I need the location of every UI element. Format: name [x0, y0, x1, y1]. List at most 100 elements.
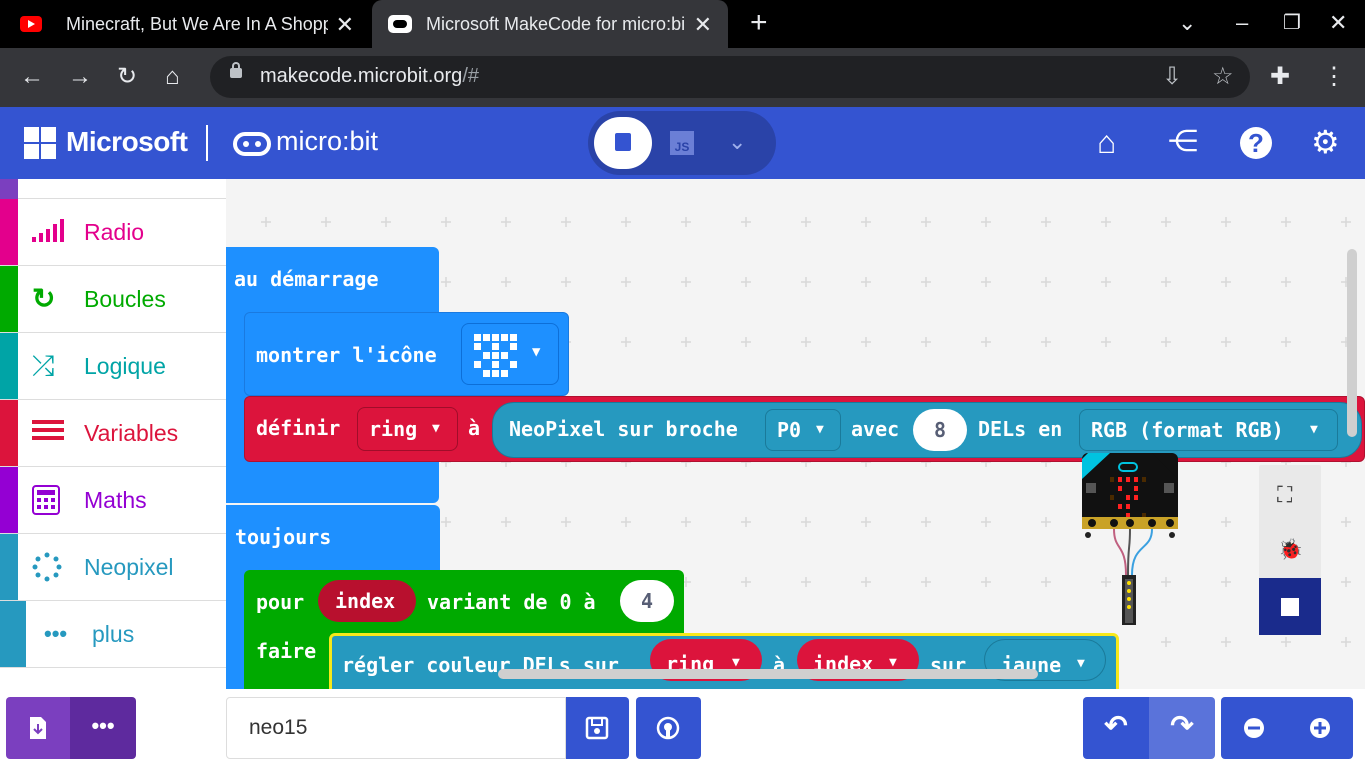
led-count-input[interactable]: 8 — [913, 409, 967, 451]
browser-menu-icon[interactable]: ⋮ — [1322, 63, 1346, 90]
icon-picker-dropdown[interactable]: ▼ — [461, 323, 559, 385]
stop-icon — [1281, 598, 1299, 616]
home-icon[interactable]: ⌂ — [165, 63, 180, 90]
from-to-label: variant de 0 à — [427, 590, 596, 614]
close-window-icon[interactable]: ✕ — [1329, 10, 1348, 35]
forward-icon[interactable]: → — [68, 63, 92, 90]
variables-list-icon — [32, 418, 64, 448]
share-icon[interactable]: ⋲ — [1168, 125, 1198, 158]
category-strip-partial — [0, 179, 18, 199]
toolbox-category-neopixel[interactable]: Neopixel — [0, 534, 226, 601]
show-icon-label: montrer l'icône — [256, 343, 437, 367]
for-label: pour — [256, 590, 305, 614]
settings-gear-icon[interactable]: ⚙ — [1311, 124, 1340, 160]
tab-title: Microsoft MakeCode for micro:bi — [426, 13, 686, 34]
divider — [18, 198, 226, 199]
leds-in-label: DELs en — [978, 417, 1063, 441]
new-tab-button[interactable]: + — [750, 6, 768, 39]
tab-search-icon[interactable]: ⌄ — [1178, 10, 1197, 35]
color-format-dropdown[interactable]: RGB (format RGB) ▼ — [1079, 409, 1338, 451]
neopixel-create-block[interactable]: NeoPixel sur broche P0 ▼ avec 8 DELs en … — [492, 402, 1362, 458]
minimize-icon[interactable]: – — [1236, 10, 1249, 35]
led-icon-preview — [474, 334, 517, 377]
blocks-workspace[interactable]: au démarrage montrer l'icône ▼ définir r… — [226, 179, 1365, 689]
save-button[interactable] — [566, 697, 629, 759]
toolbox-category-radio[interactable]: Radio — [0, 199, 226, 266]
maximize-icon[interactable]: ❐ — [1283, 12, 1301, 34]
horizontal-scrollbar[interactable] — [498, 669, 1038, 679]
microbit-brand[interactable]: micro:bit — [276, 126, 379, 156]
makecode-header: Microsoft micro:bit JS ⌄ ⌂ ⋲ ? ⚙ — [0, 107, 1365, 179]
debug-bug-icon[interactable]: 🐞 — [1278, 539, 1303, 561]
redo-button[interactable]: ↷ — [1149, 697, 1215, 759]
toolbox-category-logic[interactable]: ⤮ Logique — [0, 333, 226, 400]
close-tab-icon[interactable]: ✕ — [693, 12, 712, 37]
install-app-icon[interactable]: ⇩ — [1162, 63, 1183, 90]
close-tab-icon[interactable]: ✕ — [335, 12, 354, 37]
zoom-out-button[interactable] — [1221, 697, 1287, 759]
neopixel-ring-icon — [32, 552, 62, 588]
blocks-editor-button[interactable] — [594, 117, 652, 169]
toolbox-category-loops[interactable]: ↻ Boucles — [0, 266, 226, 333]
header-divider — [206, 125, 208, 161]
microbit-simulator[interactable] — [1080, 451, 1182, 635]
neopixel-label: NeoPixel sur broche — [509, 417, 738, 441]
extensions-icon[interactable]: ✚ — [1270, 63, 1291, 90]
zoom-in-button[interactable] — [1287, 697, 1353, 759]
toolbox-category-more[interactable]: ••• plus — [0, 601, 226, 668]
category-label: Neopixel — [84, 554, 174, 580]
simulator-controls: ⛶ 🐞 — [1259, 465, 1321, 635]
address-bar[interactable]: makecode.microbit.org/# ⇩ ☆ — [210, 56, 1250, 98]
browser-tab-makecode[interactable]: Microsoft MakeCode for micro:bi ✕ — [372, 0, 728, 48]
download-icon — [30, 717, 46, 739]
forever-label: toujours — [235, 525, 332, 549]
help-icon[interactable]: ? — [1240, 127, 1272, 159]
github-icon — [656, 716, 680, 740]
loop-end-input[interactable]: 4 — [620, 580, 674, 622]
bookmark-star-icon[interactable]: ☆ — [1212, 63, 1234, 90]
url-text: makecode.microbit.org/# — [260, 65, 479, 87]
editor-bottom-bar: ••• neo15 ↶ ↷ — [0, 689, 1365, 768]
home-icon[interactable]: ⌂ — [1097, 124, 1117, 160]
vertical-scrollbar[interactable] — [1347, 249, 1357, 437]
save-disk-icon — [585, 716, 609, 740]
reload-icon[interactable]: ↻ — [117, 63, 138, 90]
caret-down-icon: ▼ — [816, 422, 824, 437]
caret-down-icon: ▼ — [432, 421, 440, 436]
microbit-icon — [388, 15, 412, 33]
set-variable-block[interactable]: définir ring ▼ à NeoPixel sur broche P0 … — [244, 396, 1365, 462]
redo-icon: ↷ — [1170, 710, 1194, 741]
microsoft-logo-icon — [24, 127, 56, 159]
project-name-input[interactable]: neo15 — [226, 697, 566, 759]
on-start-label: au démarrage — [234, 267, 379, 291]
undo-button[interactable]: ↶ — [1083, 697, 1149, 759]
undo-icon: ↶ — [1104, 710, 1128, 741]
category-color-bar — [0, 467, 18, 533]
editor-switcher: JS ⌄ — [588, 111, 776, 175]
set-pixel-color-block[interactable]: régler couleur DELs sur ring ▼ à index ▼… — [329, 633, 1119, 689]
browser-tab-youtube[interactable]: Minecraft, But We Are In A Shopp ✕ — [20, 0, 370, 48]
for-loop-block[interactable]: pour index variant de 0 à 4 faire — [244, 570, 684, 689]
more-options-button[interactable]: ••• — [70, 697, 136, 759]
toolbox-category-math[interactable]: Maths — [0, 467, 226, 534]
fullscreen-icon[interactable]: ⛶ — [1277, 482, 1293, 507]
caret-down-icon: ▼ — [1310, 422, 1318, 437]
javascript-editor-button[interactable]: JS — [670, 131, 694, 155]
zoom-in-icon — [1310, 718, 1330, 738]
microsoft-brand: Microsoft — [66, 126, 188, 157]
format-value: RGB (format RGB) — [1091, 418, 1284, 442]
show-icon-block[interactable]: montrer l'icône ▼ — [244, 312, 569, 396]
caret-down-icon: ▼ — [1077, 656, 1085, 671]
index-variable-reporter[interactable]: index — [318, 580, 416, 622]
toolbox-category-variables[interactable]: Variables — [0, 400, 226, 467]
chevron-down-icon[interactable]: ⌄ — [728, 129, 747, 154]
github-button[interactable] — [636, 697, 701, 759]
stop-simulator-button[interactable] — [1259, 578, 1321, 635]
back-icon[interactable]: ← — [20, 63, 44, 90]
youtube-icon — [20, 16, 42, 32]
category-color-bar — [0, 333, 18, 399]
calculator-icon — [32, 485, 60, 521]
download-button[interactable] — [6, 697, 70, 759]
pin-dropdown[interactable]: P0 ▼ — [765, 409, 841, 451]
variable-dropdown[interactable]: ring ▼ — [357, 407, 458, 451]
